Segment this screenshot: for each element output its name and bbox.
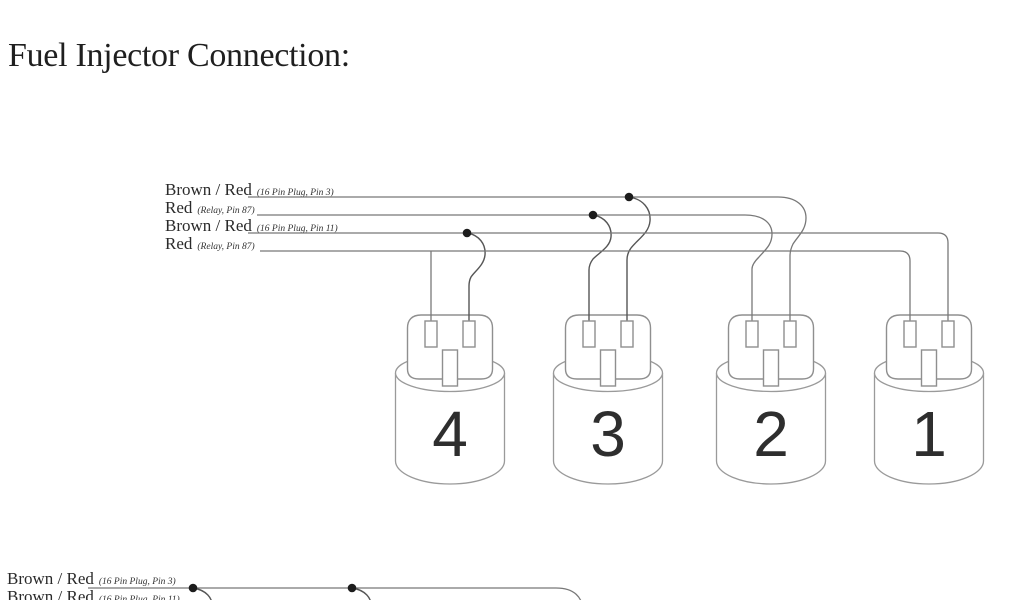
injector-1: 1 [873,314,985,485]
wire-pin-detail: (16 Pin Plug, Pin 11) [99,594,180,600]
wire-color-name: Brown / Red [7,569,94,588]
wires [88,583,582,600]
top-diagram: Brown / Red (16 Pin Plug, Pin 3) Red (Rela… [165,180,985,485]
injector-number: 4 [432,398,468,470]
wire-color-name: Red [165,198,193,217]
injector-3: 3 [552,314,664,485]
wire-labels: Brown / Red (16 Pin Plug, Pin 3) Brown / … [7,569,180,600]
wire-color-name: Brown / Red [165,216,252,235]
injector2-right-pin [783,320,797,348]
junction-dot [462,228,472,238]
injector2-left-pin [745,320,759,348]
wire-pin-detail: (16 Pin Plug, Pin 3) [257,187,334,198]
injector1-left-pin [903,320,917,348]
injector-number: 1 [911,398,947,470]
wire-label-row4: Red (Relay, Pin 87) [165,234,255,253]
injector-4: 4 [394,314,506,485]
wire-labels: Brown / Red (16 Pin Plug, Pin 3) Red (Rela… [165,180,338,253]
wire-label-row3: Brown / Red (16 Pin Plug, Pin 11) [165,216,338,235]
injector4-left-pin [424,320,438,348]
injector-cylinder [873,373,985,485]
wire-pin-detail: (Relay, Pin 87) [197,205,254,216]
wire-label-row2: Brown / Red (16 Pin Plug, Pin 11) [7,587,180,600]
wire-tap-to-injector3-left [588,214,612,322]
wire-pin-detail: (16 Pin Plug, Pin 11) [257,223,338,234]
injector-number: 3 [590,398,626,470]
junction-dot [188,583,198,593]
page-title: Fuel Injector Connection: [8,37,350,74]
plug-center-tab [599,349,617,387]
wire-tap-to-injector4-right [466,232,486,322]
wire-red-relay87-b [260,250,911,322]
wire-color-name: Red [165,234,193,253]
plug-center-tab [762,349,780,387]
injector-2: 2 [715,314,827,485]
wire-pin-detail: (16 Pin Plug, Pin 3) [99,576,176,587]
plug-center-tab [920,349,938,387]
injector-number: 2 [753,398,789,470]
wire-pin-detail: (Relay, Pin 87) [197,241,254,252]
injector-cylinder [552,373,664,485]
plug-center-tab [441,349,459,387]
junction-dot [624,192,634,202]
wires [248,192,949,322]
injector1-right-pin [941,320,955,348]
wire-label-row2: Red (Relay, Pin 87) [165,198,255,217]
injector3-left-pin [582,320,596,348]
bottom-diagram: Brown / Red (16 Pin Plug, Pin 3) Brown / … [7,569,582,600]
wire-brown-red-pin3 [88,587,582,600]
wire-label-row1: Brown / Red (16 Pin Plug, Pin 3) [7,569,176,588]
wire-tap-to-injector3-right [626,196,651,322]
injector3-right-pin [620,320,634,348]
wire-brown-red-pin3 [248,196,807,322]
injector-cylinder [715,373,827,485]
wire-color-name: Brown / Red [7,587,94,600]
injector4-right-pin [462,320,476,348]
injectors: 4 3 2 [394,314,985,485]
wire-brown-red-pin11 [248,232,949,322]
wire-label-row1: Brown / Red (16 Pin Plug, Pin 3) [165,180,334,199]
injector-pins [424,320,955,348]
wire-color-name: Brown / Red [165,180,252,199]
junction-dot [347,583,357,593]
junction-dot [588,210,598,220]
injector-cylinder [394,373,506,485]
wire-red-relay87-a [257,214,773,322]
